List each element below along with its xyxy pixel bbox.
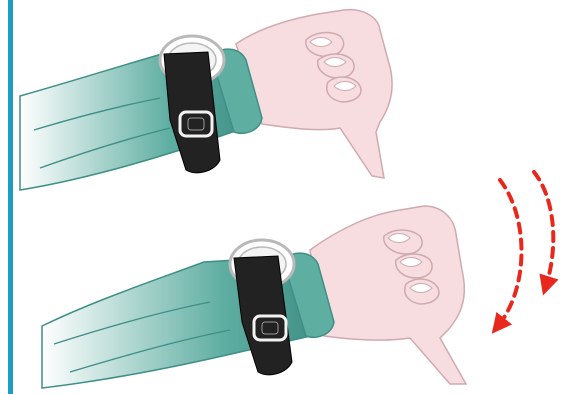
dashed-curved-arrow-icon bbox=[534, 172, 553, 286]
arm-with-watch-bottom bbox=[42, 172, 553, 388]
arm-with-watch-top bbox=[20, 10, 392, 190]
hand-bottom bbox=[310, 206, 466, 384]
hand-top bbox=[236, 10, 392, 178]
left-accent-bar bbox=[8, 0, 13, 394]
dashed-curved-arrow-icon bbox=[498, 180, 522, 326]
